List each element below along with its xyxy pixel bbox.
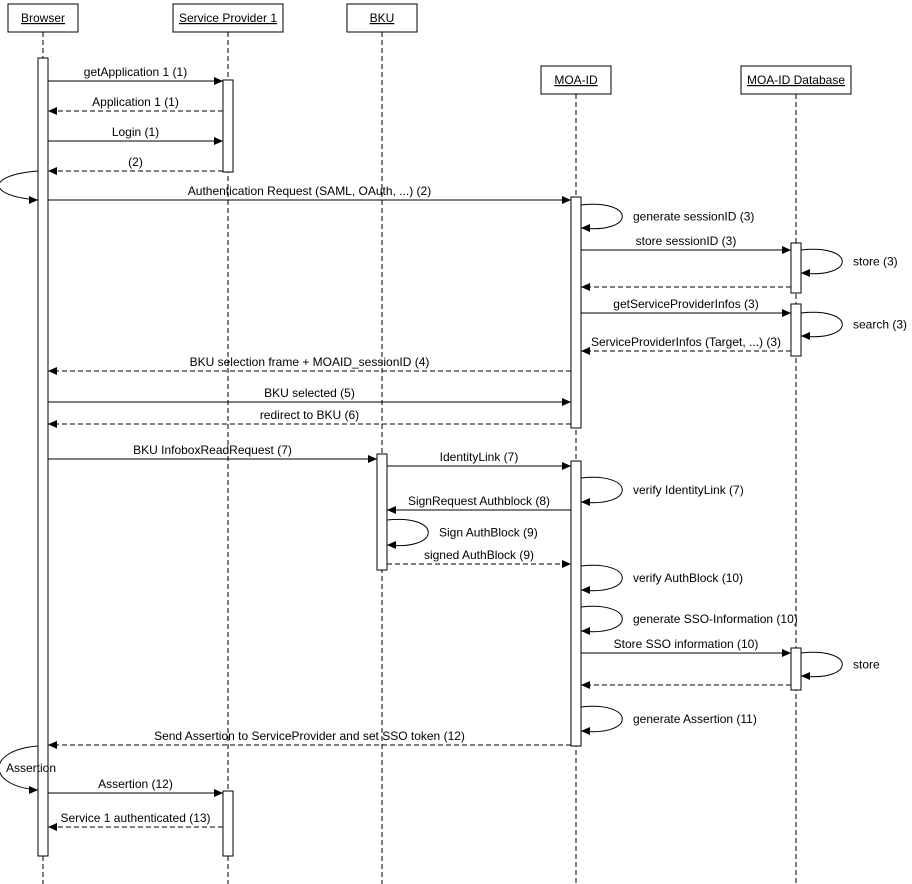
self-message-arc-8 xyxy=(580,705,623,733)
activation-bar-moadb-7 xyxy=(790,303,802,357)
message-label-20: Service 1 authenticated (13) xyxy=(60,811,210,825)
message-label-18: Send Assertion to ServiceProvider and se… xyxy=(154,729,465,743)
message-arrowhead-1 xyxy=(48,107,57,115)
self-message-arrowhead-0 xyxy=(581,224,590,232)
edge-arc-arrowhead-1 xyxy=(29,786,38,794)
self-message-label-0: generate sessionID (3) xyxy=(633,210,754,224)
self-message-arc-6 xyxy=(580,605,623,633)
self-message-label-7: store xyxy=(853,658,880,672)
message-arrowhead-20 xyxy=(48,823,57,831)
actor-box-sp1 xyxy=(172,3,284,33)
self-message-label-4: Sign AuthBlock (9) xyxy=(439,526,538,540)
message-arrowhead-4 xyxy=(562,196,571,204)
message-arrowhead-16 xyxy=(782,649,791,657)
self-message-label-5: verify AuthBlock (10) xyxy=(633,571,743,585)
actor-label-sp1: Service Provider 1 xyxy=(179,11,277,25)
activation-bar-moadb-6 xyxy=(790,242,802,294)
activation-bar-bku-3 xyxy=(376,453,388,571)
actor-label-moadb: MOA-ID Database xyxy=(747,73,845,87)
message-label-15: signed AuthBlock (9) xyxy=(424,548,534,562)
message-arrowhead-5 xyxy=(782,246,791,254)
self-message-arrowhead-4 xyxy=(387,541,396,549)
message-arrowhead-14 xyxy=(387,506,396,514)
self-message-arc-1 xyxy=(800,248,843,275)
message-label-7: getServiceProviderInfos (3) xyxy=(613,297,758,311)
message-label-4: Authentication Request (SAML, OAuth, ...… xyxy=(188,184,431,198)
message-label-13: IdentityLink (7) xyxy=(440,450,519,464)
self-message-label-1: store (3) xyxy=(853,255,898,269)
message-label-11: redirect to BKU (6) xyxy=(260,408,359,422)
message-arrowhead-3 xyxy=(48,167,57,175)
message-label-10: BKU selected (5) xyxy=(264,386,355,400)
self-message-arrowhead-8 xyxy=(581,727,590,735)
self-message-arc-2 xyxy=(800,311,843,338)
edge-arc-label-1: Assertion xyxy=(6,761,56,775)
actor-box-bku xyxy=(346,3,418,33)
message-arrowhead-17 xyxy=(581,681,590,689)
message-arrowhead-7 xyxy=(782,309,791,317)
message-arrowhead-13 xyxy=(562,462,571,470)
self-message-arc-3 xyxy=(580,476,623,504)
edge-arc-0 xyxy=(0,170,39,201)
message-label-2: Login (1) xyxy=(112,125,159,139)
message-arrowhead-2 xyxy=(214,137,223,145)
activation-bar-moaid-5 xyxy=(570,460,582,747)
message-arrowhead-9 xyxy=(48,367,57,375)
message-arrowhead-12 xyxy=(368,455,377,463)
edge-arc-1 xyxy=(0,745,39,791)
actor-label-moaid: MOA-ID xyxy=(554,73,598,87)
message-arrowhead-8 xyxy=(581,347,590,355)
message-label-16: Store SSO information (10) xyxy=(614,637,759,651)
self-message-arrowhead-1 xyxy=(801,269,810,277)
message-label-14: SignRequest Authblock (8) xyxy=(408,494,550,508)
message-label-9: BKU selection frame + MOAID_sessionID (4… xyxy=(190,355,430,369)
message-arrowhead-18 xyxy=(48,741,57,749)
message-label-5: store sessionID (3) xyxy=(636,234,737,248)
activation-bar-browser-0 xyxy=(37,57,49,857)
self-message-label-3: verify IdentityLink (7) xyxy=(633,483,744,497)
self-message-arrowhead-5 xyxy=(581,586,590,594)
message-arrowhead-6 xyxy=(581,283,590,291)
self-message-label-2: search (3) xyxy=(853,318,907,332)
message-arrowhead-10 xyxy=(562,398,571,406)
self-message-arc-4 xyxy=(386,518,429,547)
message-label-1: Application 1 (1) xyxy=(92,95,179,109)
message-label-12: BKU InfoboxReadRequest (7) xyxy=(133,443,292,457)
self-message-label-6: generate SSO-Information (10) xyxy=(633,612,798,626)
message-label-19: Assertion (12) xyxy=(98,777,173,791)
self-message-label-8: generate Assertion (11) xyxy=(633,712,757,726)
activation-bar-sp1-1 xyxy=(222,79,234,173)
activation-bar-moaid-4 xyxy=(570,196,582,429)
self-message-arc-0 xyxy=(580,203,623,230)
self-message-arrowhead-2 xyxy=(801,332,810,340)
self-message-arc-5 xyxy=(580,564,623,592)
message-arrowhead-15 xyxy=(562,560,571,568)
activation-bar-sp1-2 xyxy=(222,790,234,857)
activation-bar-moadb-8 xyxy=(790,647,802,691)
message-label-3: (2) xyxy=(128,155,143,169)
actor-label-browser: Browser xyxy=(21,11,65,25)
message-arrowhead-0 xyxy=(214,77,223,85)
self-message-arrowhead-7 xyxy=(801,672,810,680)
self-message-arrowhead-6 xyxy=(581,627,590,635)
message-label-8: ServiceProviderInfos (Target, ...) (3) xyxy=(591,335,781,349)
actor-label-bku: BKU xyxy=(370,11,395,25)
message-arrowhead-11 xyxy=(48,420,57,428)
self-message-arrowhead-3 xyxy=(581,498,590,506)
actor-box-moaid xyxy=(540,65,612,95)
actor-box-browser xyxy=(7,3,79,33)
actor-box-moadb xyxy=(740,65,852,95)
self-message-arc-7 xyxy=(800,651,843,678)
message-label-0: getApplication 1 (1) xyxy=(84,65,187,79)
edge-arc-arrowhead-0 xyxy=(29,196,38,204)
message-arrowhead-19 xyxy=(214,789,223,797)
